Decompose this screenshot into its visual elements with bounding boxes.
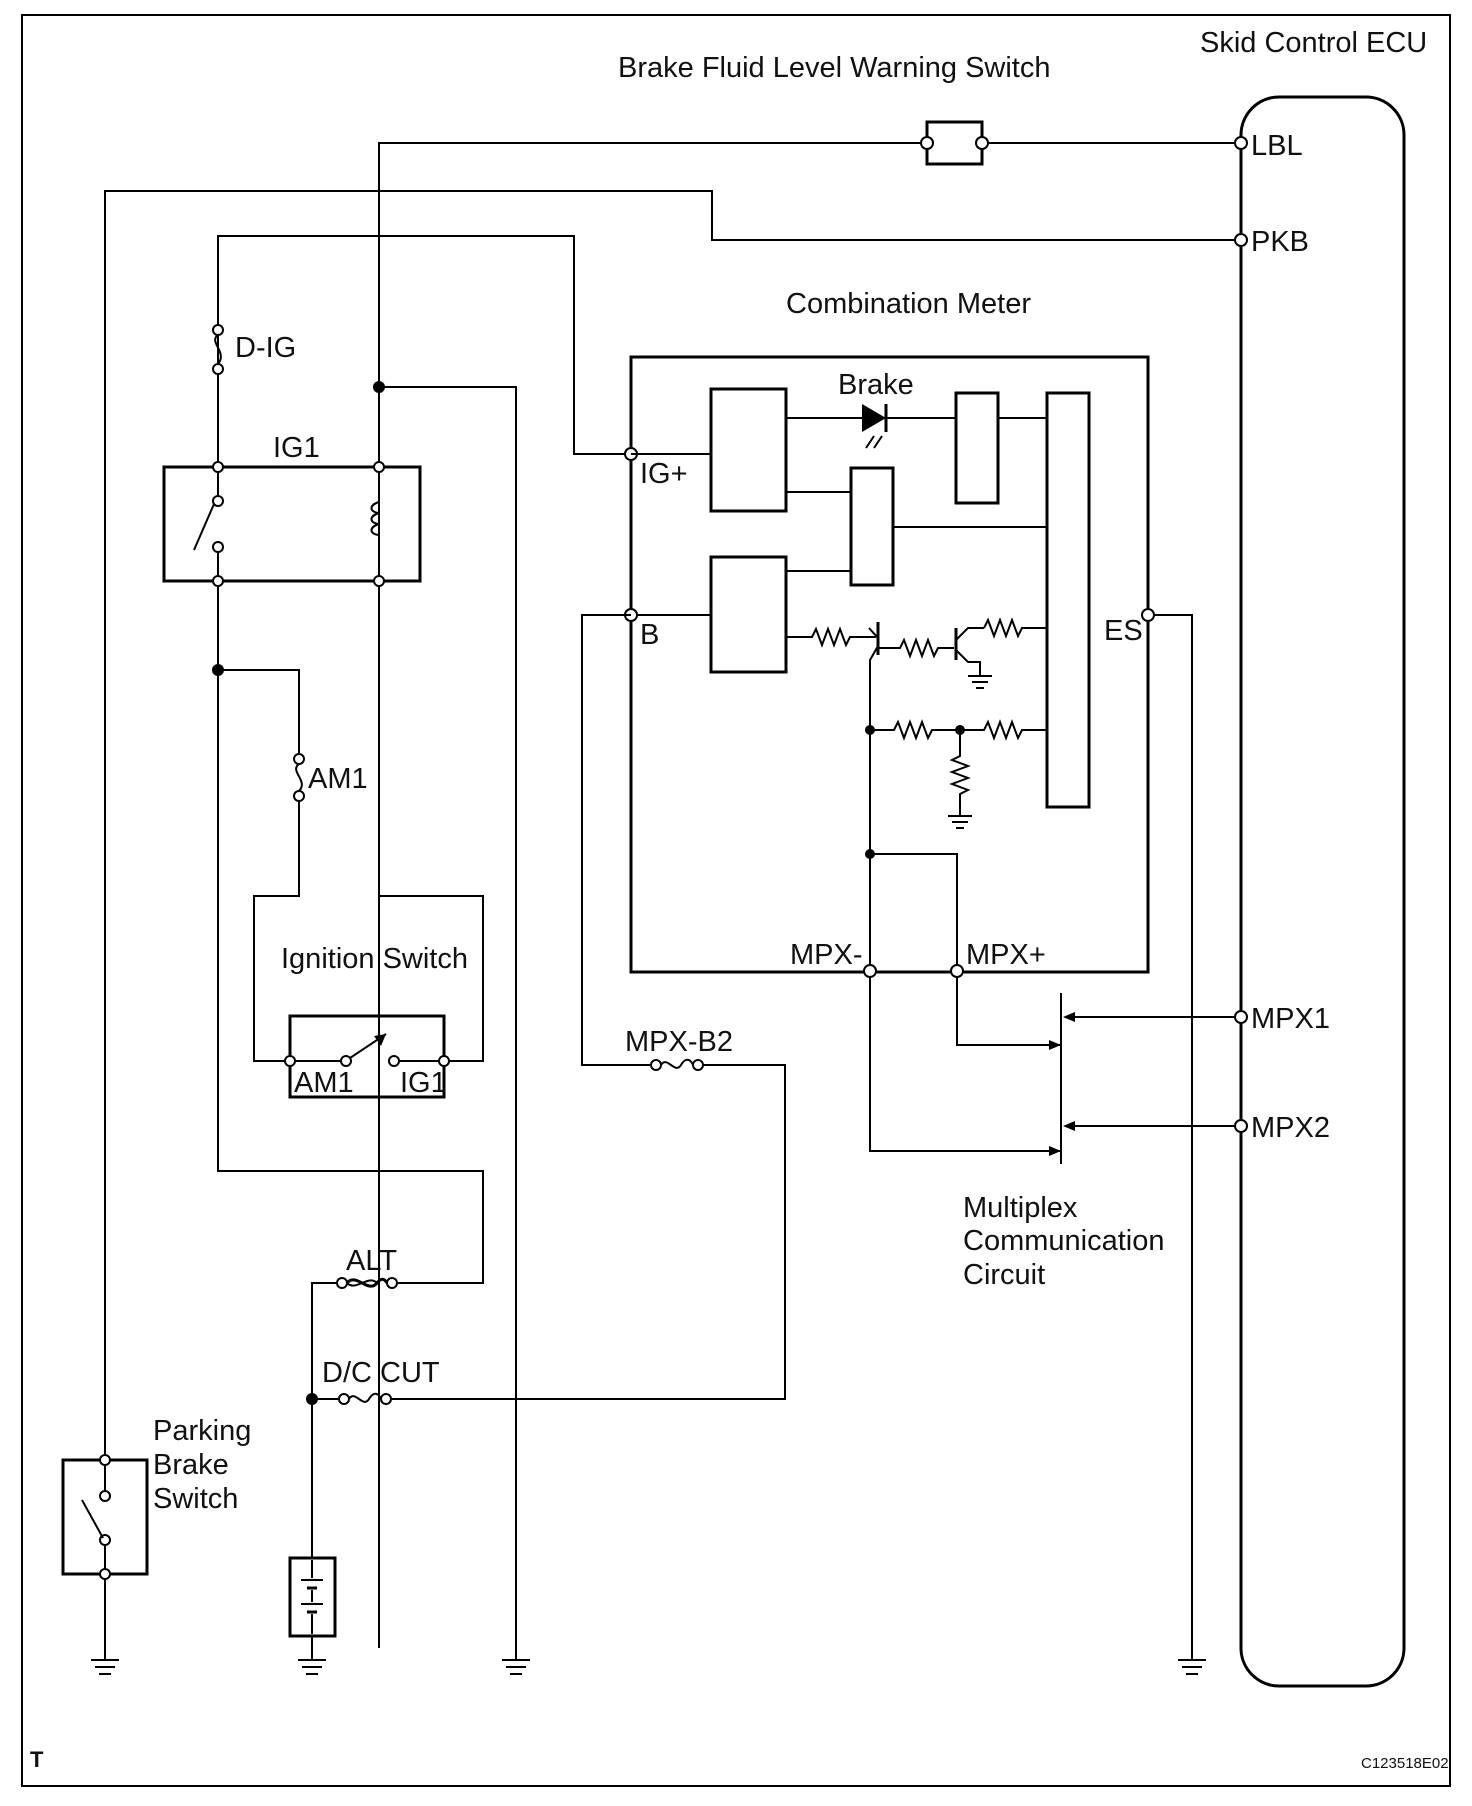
meter-block-3 <box>849 466 895 587</box>
brake-led-label: Brake <box>838 369 914 401</box>
skid-control-ecu-label: Skid Control ECU <box>1200 27 1427 59</box>
diagram-frame <box>21 14 1451 1787</box>
figure-code: C123518E02 <box>1361 1755 1449 1772</box>
multiplex-communication-circuit <box>869 977 1241 1164</box>
brake-warning-led <box>786 404 956 449</box>
ground-symbol-relay <box>502 1659 530 1675</box>
meter-block-1 <box>709 387 788 513</box>
d-ig-label: D-IG <box>235 332 296 364</box>
parking-brake-switch-contacts <box>81 1454 111 1580</box>
ignition-switch-ig1: IG1 <box>400 1067 447 1099</box>
d-ig-fuse <box>212 324 224 375</box>
ecu-terminal-pkb: PKB <box>1251 226 1309 258</box>
ig1-relay-internals <box>193 461 385 587</box>
ignition-switch-contacts <box>284 1033 450 1067</box>
mpx-driver-circuit <box>786 617 1047 971</box>
mpx-b2-label: MPX-B2 <box>625 1026 733 1058</box>
meter-block-2 <box>709 555 788 674</box>
ig1-relay-label: IG1 <box>273 432 320 464</box>
ground-symbol-es <box>1178 1659 1206 1675</box>
dc-cut-fuse-label: D/C CUT <box>322 1357 440 1389</box>
multiplex-label-line2: Communication <box>963 1225 1164 1257</box>
skid-control-ecu-box <box>1239 95 1406 1688</box>
brake-fluid-switch-label: Brake Fluid Level Warning Switch <box>618 52 1051 84</box>
parking-label-line3: Switch <box>153 1483 238 1515</box>
ecu-terminal-mpx1: MPX1 <box>1251 1003 1330 1035</box>
parking-label-line2: Brake <box>153 1449 229 1481</box>
ground-symbol-parking <box>91 1659 119 1675</box>
ground-symbol-battery <box>298 1659 326 1675</box>
alt-fuse <box>336 1277 398 1289</box>
multiplex-label-line1: Multiplex <box>963 1192 1078 1224</box>
meter-terminal-es: ES <box>1104 615 1143 647</box>
meter-terminal-b: B <box>640 619 659 651</box>
battery-cells <box>301 1560 323 1634</box>
ecu-terminal-lbl: LBL <box>1251 130 1303 162</box>
parking-label-line1: Parking <box>153 1415 251 1447</box>
ecu-terminal-mpx2: MPX2 <box>1251 1112 1330 1144</box>
ignition-switch-am1: AM1 <box>294 1067 354 1099</box>
wire-ig-plus <box>217 235 631 467</box>
brake-fluid-switch <box>925 120 984 166</box>
meter-cpu-block <box>1045 391 1091 809</box>
dc-cut-fuse <box>338 1392 392 1405</box>
am1-fuse-label: AM1 <box>308 763 368 795</box>
meter-terminal-mpx-plus: MPX+ <box>966 939 1046 971</box>
combination-meter-label: Combination Meter <box>786 288 1031 320</box>
meter-terminal-ig-plus: IG+ <box>640 458 688 490</box>
meter-block-4 <box>954 391 1000 505</box>
wire-lbl <box>378 142 927 1648</box>
multiplex-label-line3: Circuit <box>963 1259 1045 1291</box>
wire-pkb <box>104 190 1241 1460</box>
ignition-switch-label: Ignition Switch <box>281 943 468 975</box>
meter-terminal-mpx-minus: MPX- <box>790 939 863 971</box>
am1-fuse <box>293 753 305 802</box>
combination-meter-box <box>629 355 1150 974</box>
ig1-relay <box>162 465 422 583</box>
corner-mark-t: T <box>30 1747 44 1772</box>
alt-fuse-label: ALT <box>346 1245 397 1277</box>
mpx-b2-fuse <box>650 1058 704 1071</box>
